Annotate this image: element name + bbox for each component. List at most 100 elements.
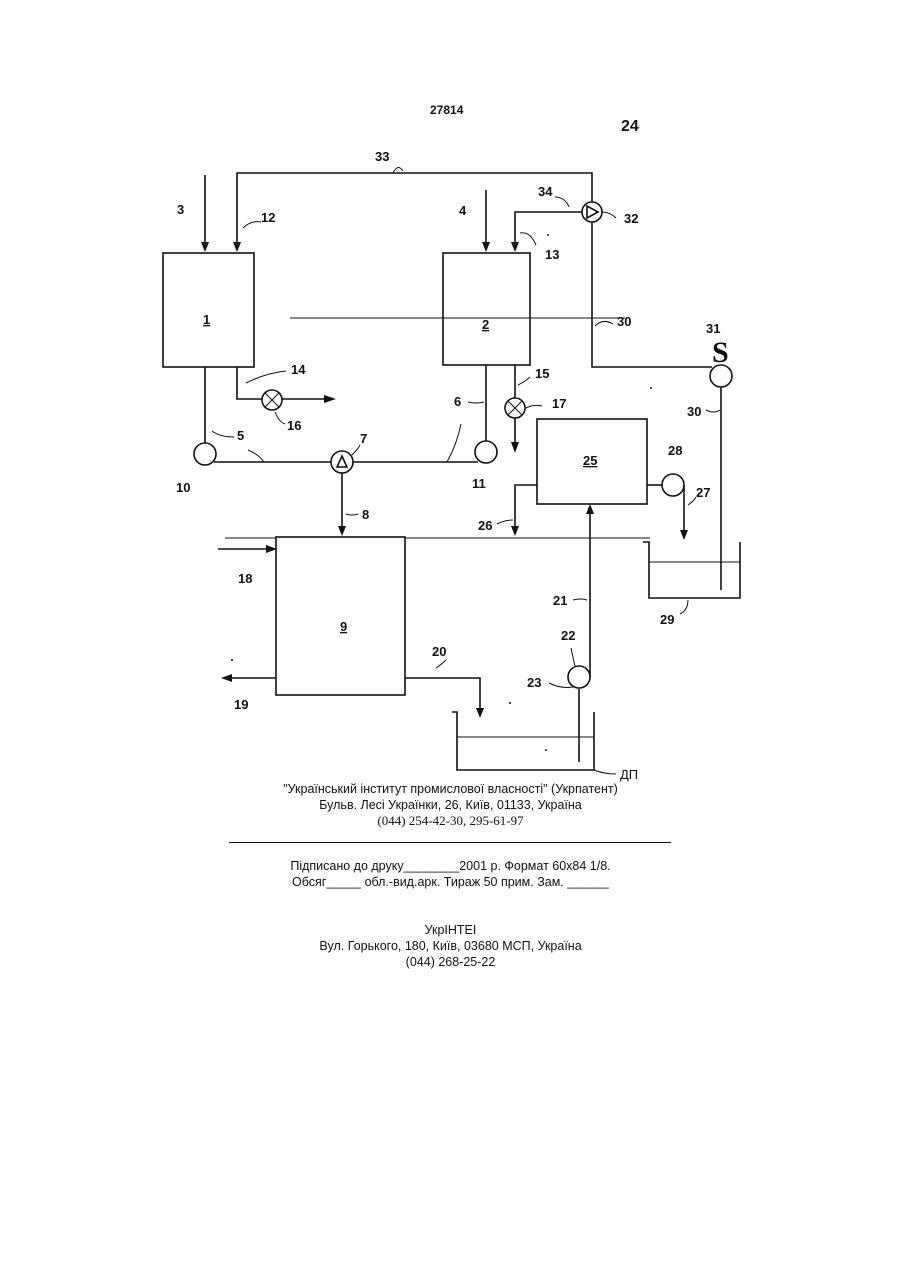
pump-11 — [475, 441, 497, 463]
arrow-4 — [482, 242, 490, 252]
leader-dp — [594, 770, 616, 774]
arrow-27 — [680, 530, 688, 540]
pump-10 — [194, 443, 216, 465]
leader-8 — [346, 514, 358, 515]
label-29: 29 — [660, 612, 674, 627]
label-20: 20 — [432, 644, 446, 659]
label-5: 5 — [237, 428, 244, 443]
stray-dot — [547, 234, 549, 236]
label-32: 32 — [624, 211, 638, 226]
label-23: 23 — [527, 675, 541, 690]
arrow-20 — [476, 708, 484, 718]
label-8: 8 — [362, 507, 369, 522]
label-6: 6 — [454, 394, 461, 409]
print-volume-line: Обсяг_____ обл.-вид.арк. Тираж 50 прим. … — [0, 874, 901, 890]
publisher-address: Бульв. Лесі Українки, 26, Київ, 01133, У… — [0, 797, 901, 813]
page-number: 24 — [621, 118, 639, 135]
vessel-2 — [443, 253, 530, 365]
arrow-21 — [586, 504, 594, 514]
label-14: 14 — [291, 362, 306, 377]
arrow-3 — [201, 242, 209, 252]
leader-33 — [393, 167, 403, 173]
leader-21 — [573, 599, 587, 600]
label-26: 26 — [478, 518, 492, 533]
leader-17 — [526, 405, 542, 408]
publisher-name: "Український інститут промислової власно… — [0, 781, 901, 797]
printer-name: УкрІНТЕІ — [0, 922, 901, 938]
leader-27 — [688, 497, 696, 505]
label-28: 28 — [668, 443, 682, 458]
label-12: 12 — [261, 210, 275, 225]
line-20 — [405, 678, 480, 712]
label-2: 2 — [482, 317, 489, 332]
leader-29 — [680, 600, 688, 614]
leader-12 — [243, 222, 261, 228]
s-symbol: S — [712, 336, 729, 369]
label-18: 18 — [238, 571, 252, 586]
leader-20 — [436, 660, 446, 668]
label-30-lower: 30 — [687, 404, 701, 419]
arrow-14 — [324, 395, 336, 403]
stray-dot — [231, 659, 233, 661]
publisher-block: "Український інститут промислової власно… — [0, 781, 901, 829]
vessel-9 — [276, 537, 405, 695]
label-30-upper: 30 — [617, 314, 631, 329]
stray-dot — [650, 387, 652, 389]
line-34 — [515, 212, 583, 248]
publisher-phone: (044) 254-42-30, 295-61-97 — [0, 813, 901, 829]
label-1: 1 — [203, 312, 210, 327]
leader-14 — [246, 371, 286, 383]
label-25: 25 — [583, 453, 597, 468]
leader-34 — [555, 197, 569, 207]
print-details: Підписано до друку________2001 р. Формат… — [0, 858, 901, 890]
label-19: 19 — [234, 697, 248, 712]
vessel-1 — [163, 253, 254, 367]
leader-5b — [248, 450, 264, 462]
label-15: 15 — [535, 366, 549, 381]
leader-32 — [602, 212, 616, 218]
leader-22 — [571, 648, 575, 666]
stray-dot — [509, 702, 511, 704]
label-22: 22 — [561, 628, 575, 643]
label-7: 7 — [360, 431, 367, 446]
divider-rule — [229, 842, 671, 843]
label-3: 3 — [177, 202, 184, 217]
tank-dp — [452, 712, 594, 770]
line-14 — [237, 367, 332, 399]
label-21: 21 — [553, 593, 567, 608]
label-10: 10 — [176, 480, 190, 495]
arrow-13 — [511, 242, 519, 252]
print-signed-line: Підписано до друку________2001 р. Формат… — [0, 858, 901, 874]
pump-28 — [662, 474, 684, 496]
process-flow-diagram: 27814 24 33 3 12 1 4 13 34 32 2 — [0, 0, 901, 800]
label-11: 11 — [472, 476, 486, 491]
label-34: 34 — [538, 184, 553, 199]
leader-5 — [212, 431, 234, 437]
label-27: 27 — [696, 485, 710, 500]
arrow-26 — [511, 526, 519, 536]
patent-number: 27814 — [430, 103, 464, 117]
leader-16 — [275, 412, 285, 424]
leader-13 — [520, 233, 536, 245]
pump-22 — [568, 666, 590, 688]
printer-phone: (044) 268-25-22 — [0, 954, 901, 970]
label-9: 9 — [340, 619, 347, 634]
leader-6b — [447, 424, 461, 462]
leader-6 — [468, 402, 484, 403]
leader-30-lower — [706, 410, 720, 412]
printer-address: Вул. Горького, 180, Київ, 03680 МСП, Укр… — [0, 938, 901, 954]
leader-7 — [352, 445, 360, 455]
label-13: 13 — [545, 247, 559, 262]
printer-block: УкрІНТЕІ Вул. Горького, 180, Київ, 03680… — [0, 922, 901, 970]
leader-26 — [497, 520, 513, 524]
leader-15 — [518, 377, 530, 385]
label-4: 4 — [459, 203, 467, 218]
arrow-12 — [233, 242, 241, 252]
label-33: 33 — [375, 149, 389, 164]
tank-29 — [643, 542, 740, 598]
arrow-15 — [511, 442, 519, 453]
arrow-8 — [338, 526, 346, 536]
label-dp: ДП — [620, 767, 638, 782]
stray-dot — [545, 749, 547, 751]
